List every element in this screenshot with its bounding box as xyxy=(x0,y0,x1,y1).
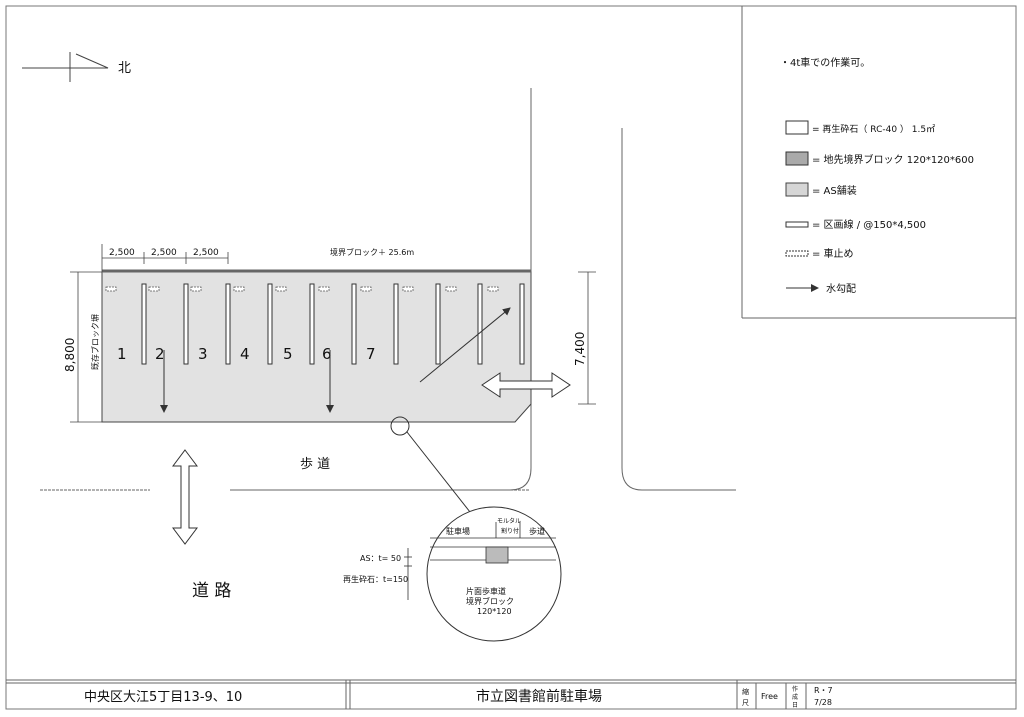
road-label: 道 路 xyxy=(192,581,231,601)
detail-leader xyxy=(406,431,471,513)
parking-number-1: 1 xyxy=(117,345,127,363)
wheel-stop-swatch xyxy=(785,250,809,257)
parking-number-4: 4 xyxy=(240,345,250,363)
parking-number-2: 2 xyxy=(155,345,165,363)
date-label-2: 成 xyxy=(792,693,798,701)
detail-parking-label: 駐車場 xyxy=(446,526,470,536)
location-label: 中央区大江5丁目13-9、10 xyxy=(84,690,242,705)
lot-depth-label: 8,800 xyxy=(63,338,77,372)
detail-marker xyxy=(390,416,410,436)
section-thickness-lines xyxy=(404,548,412,600)
boundary-block-label: 境界ブロック＋ 25.6m xyxy=(330,247,414,257)
slope-arrow-3 xyxy=(419,307,511,383)
date-label-1: 作 xyxy=(792,685,798,693)
detail-mortar-bottom: 割り付 xyxy=(501,527,519,535)
parking-number-7: 7 xyxy=(366,345,376,363)
drawing-frame xyxy=(5,5,1017,710)
legend-lane-line: = 区画線 / @150*4,500 xyxy=(812,218,926,231)
boundary-block-swatch xyxy=(785,151,809,166)
space-width-label-2: 2,500 xyxy=(151,248,177,258)
parking-number-6: 6 xyxy=(322,345,332,363)
lot-depth-dimension xyxy=(70,271,102,423)
detail-circle xyxy=(426,506,562,642)
detail-block-line1: 片面歩車道 xyxy=(466,586,506,596)
north-arrow-icon xyxy=(22,52,109,82)
entry-arrow-icon xyxy=(481,372,571,398)
as-paving-swatch xyxy=(785,182,809,197)
date-label-3: 日 xyxy=(792,702,798,709)
detail-sidewalk-label: 歩道 xyxy=(529,526,545,536)
legend-as-paving: = AS舗装 xyxy=(812,184,857,197)
detail-section-drawing xyxy=(430,522,556,564)
north-label: 北 xyxy=(118,61,131,76)
era-label: R・7 xyxy=(814,686,833,695)
scale-value: Free xyxy=(761,692,778,701)
legend-box xyxy=(741,6,1016,319)
legend-boundary-block: = 地先境界ブロック 120*120*600 xyxy=(812,153,974,166)
legend-drainage-slope: 水勾配 xyxy=(826,282,856,295)
road-access-arrow-icon xyxy=(172,449,198,545)
date-value: 7/28 xyxy=(814,698,832,707)
lane-lines xyxy=(141,283,525,365)
parking-number-5: 5 xyxy=(283,345,293,363)
scale-label-2: 尺 xyxy=(742,699,749,707)
sidewalk-label: 歩 道 xyxy=(300,457,330,472)
detail-mortar-top: モルタル xyxy=(497,517,521,525)
legend-crushed-stone: = 再生砕石（ RC-40 ） 1.5㎡ xyxy=(812,123,935,135)
parking-lot-pavement xyxy=(101,271,532,423)
space-width-label-3: 2,500 xyxy=(193,248,219,258)
legend-wheel-stop: = 車止め xyxy=(812,247,854,260)
right-site-boundary xyxy=(621,128,736,491)
crushed-stone-swatch xyxy=(785,120,809,135)
section-as-label: AS：t= 50 xyxy=(360,554,401,563)
section-stone-label: 再生砕石：t=150 xyxy=(343,574,408,584)
width-dimension-lines xyxy=(101,244,229,272)
legend-note: ・4t車での作業可。 xyxy=(780,56,870,69)
parking-number-3: 3 xyxy=(198,345,208,363)
space-width-label-1: 2,500 xyxy=(109,248,135,258)
right-depth-dimension xyxy=(578,271,596,405)
detail-block-line2: 境界ブロック xyxy=(466,596,514,606)
lane-line-swatch xyxy=(785,221,809,228)
right-depth-label: 7,400 xyxy=(573,332,587,366)
wheel-stops xyxy=(105,286,499,292)
project-title: 市立図書館前駐車場 xyxy=(476,688,602,705)
title-block xyxy=(6,679,1016,709)
scale-label-1: 縮 xyxy=(742,687,749,696)
detail-block-size: 120*120 xyxy=(477,607,512,616)
existing-block-wall-label: 既存ブロック塀 xyxy=(90,314,100,370)
